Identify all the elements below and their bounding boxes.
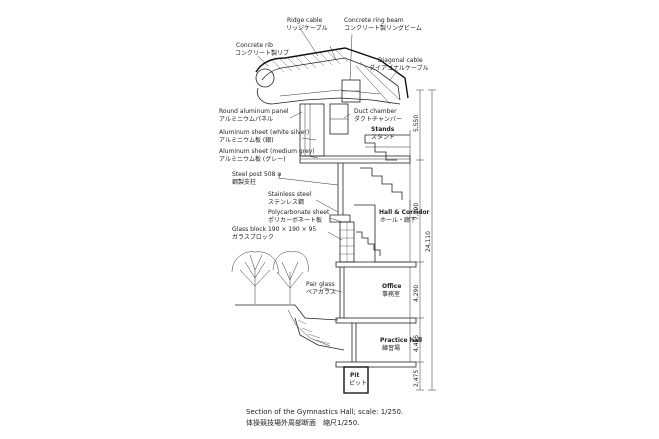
room-practice-jp: 練習場 (382, 344, 400, 352)
label-ring-beam-jp: コンクリート製リングビーム (344, 24, 422, 32)
floor-slabs (335, 261, 417, 368)
label-al-grey-en: Aluminum sheet (medium grey) (219, 148, 315, 155)
label-ridge-cable-en: Ridge cable (287, 17, 323, 24)
room-hall-en: Hall & Corridor (379, 209, 430, 216)
label-glass-block-en: Glass block 190 × 190 × 95 (232, 226, 316, 233)
label-pair-glass-jp: ペアガラス (306, 288, 336, 296)
room-office-jp: 事務室 (382, 290, 400, 298)
room-practice-en: Practice hall (380, 337, 422, 344)
tree-left (231, 251, 279, 304)
room-pit-jp: ピット (349, 380, 367, 387)
dim-7590: 7,590 (413, 203, 420, 220)
label-concrete-rib-jp: コンクリート製リブ (235, 49, 289, 57)
stands-stepping (360, 130, 411, 210)
label-pair-glass-en: Pair glass (306, 281, 334, 288)
dim-2475: 2,475 (413, 370, 420, 387)
steel-post-column (329, 163, 355, 263)
dimension-chain (416, 89, 436, 391)
caption-jp: 体操競技場外周部断面 縮尺1/250. (246, 418, 359, 427)
room-hall-jp: ホール・廊下 (380, 216, 416, 224)
label-stainless-en: Stainless steel (268, 191, 312, 198)
label-diagonal-cable-jp: ダイアゴナルケーブル (369, 64, 429, 72)
dim-24110: 24,110 (425, 231, 432, 252)
labels: Ridge cable リッジケーブル Concrete ring beam コ… (219, 17, 429, 296)
label-duct-chamber-jp: ダクトチャンバー (354, 115, 402, 123)
dim-5550: 5,550 (413, 115, 420, 132)
pit-box (343, 366, 369, 394)
label-duct-chamber-en: Duct chamber (354, 108, 397, 115)
caption-en: Section of the Gymnastics Hall; scale: 1… (246, 408, 403, 416)
label-round-panel-jp: アルミニウムパネル (219, 115, 273, 123)
label-al-grey-jp: アルミニウム板 (グレー) (219, 155, 286, 163)
label-steel-post-en: Steel post 508 φ (232, 171, 281, 178)
label-stainless-jp: ステンレス鋼 (268, 198, 304, 206)
room-stands-jp: スタンド (371, 133, 395, 141)
room-pit-en: Pit (350, 372, 359, 379)
dimension-labels: 5,550 7,590 24,110 4,290 4,455 2,475 (413, 115, 432, 387)
tree-right (272, 251, 309, 304)
label-al-white-en: Aluminum sheet (white silver) (219, 129, 309, 136)
label-ring-beam-en: Concrete ring beam (344, 17, 404, 24)
label-al-white-jp: アルミニウム板 (銀) (219, 136, 274, 144)
leader-lines (257, 27, 399, 293)
dim-4455: 4,455 (413, 335, 420, 352)
roof-structure (255, 45, 409, 105)
label-round-panel-en: Round aluminum panel (219, 108, 289, 115)
room-labels: Stands スタンド Hall & Corridor ホール・廊下 Offic… (349, 126, 430, 387)
room-office-en: Office (382, 283, 401, 290)
label-ridge-cable-jp: リッジケーブル (286, 24, 328, 32)
label-steel-post-jp: 鋼製支柱 (232, 178, 256, 186)
label-polycarbonate-en: Polycarbonate sheet (268, 209, 330, 216)
room-stands-en: Stands (371, 126, 395, 133)
label-diagonal-cable-en: Diagonal cable (378, 57, 423, 64)
label-concrete-rib-en: Concrete rib (236, 42, 273, 49)
ground (235, 304, 345, 351)
label-polycarbonate-jp: ポリカーボネート板 (268, 216, 322, 224)
dim-4290: 4,290 (413, 285, 420, 302)
label-glass-block-jp: ガラスブロック (232, 233, 274, 241)
